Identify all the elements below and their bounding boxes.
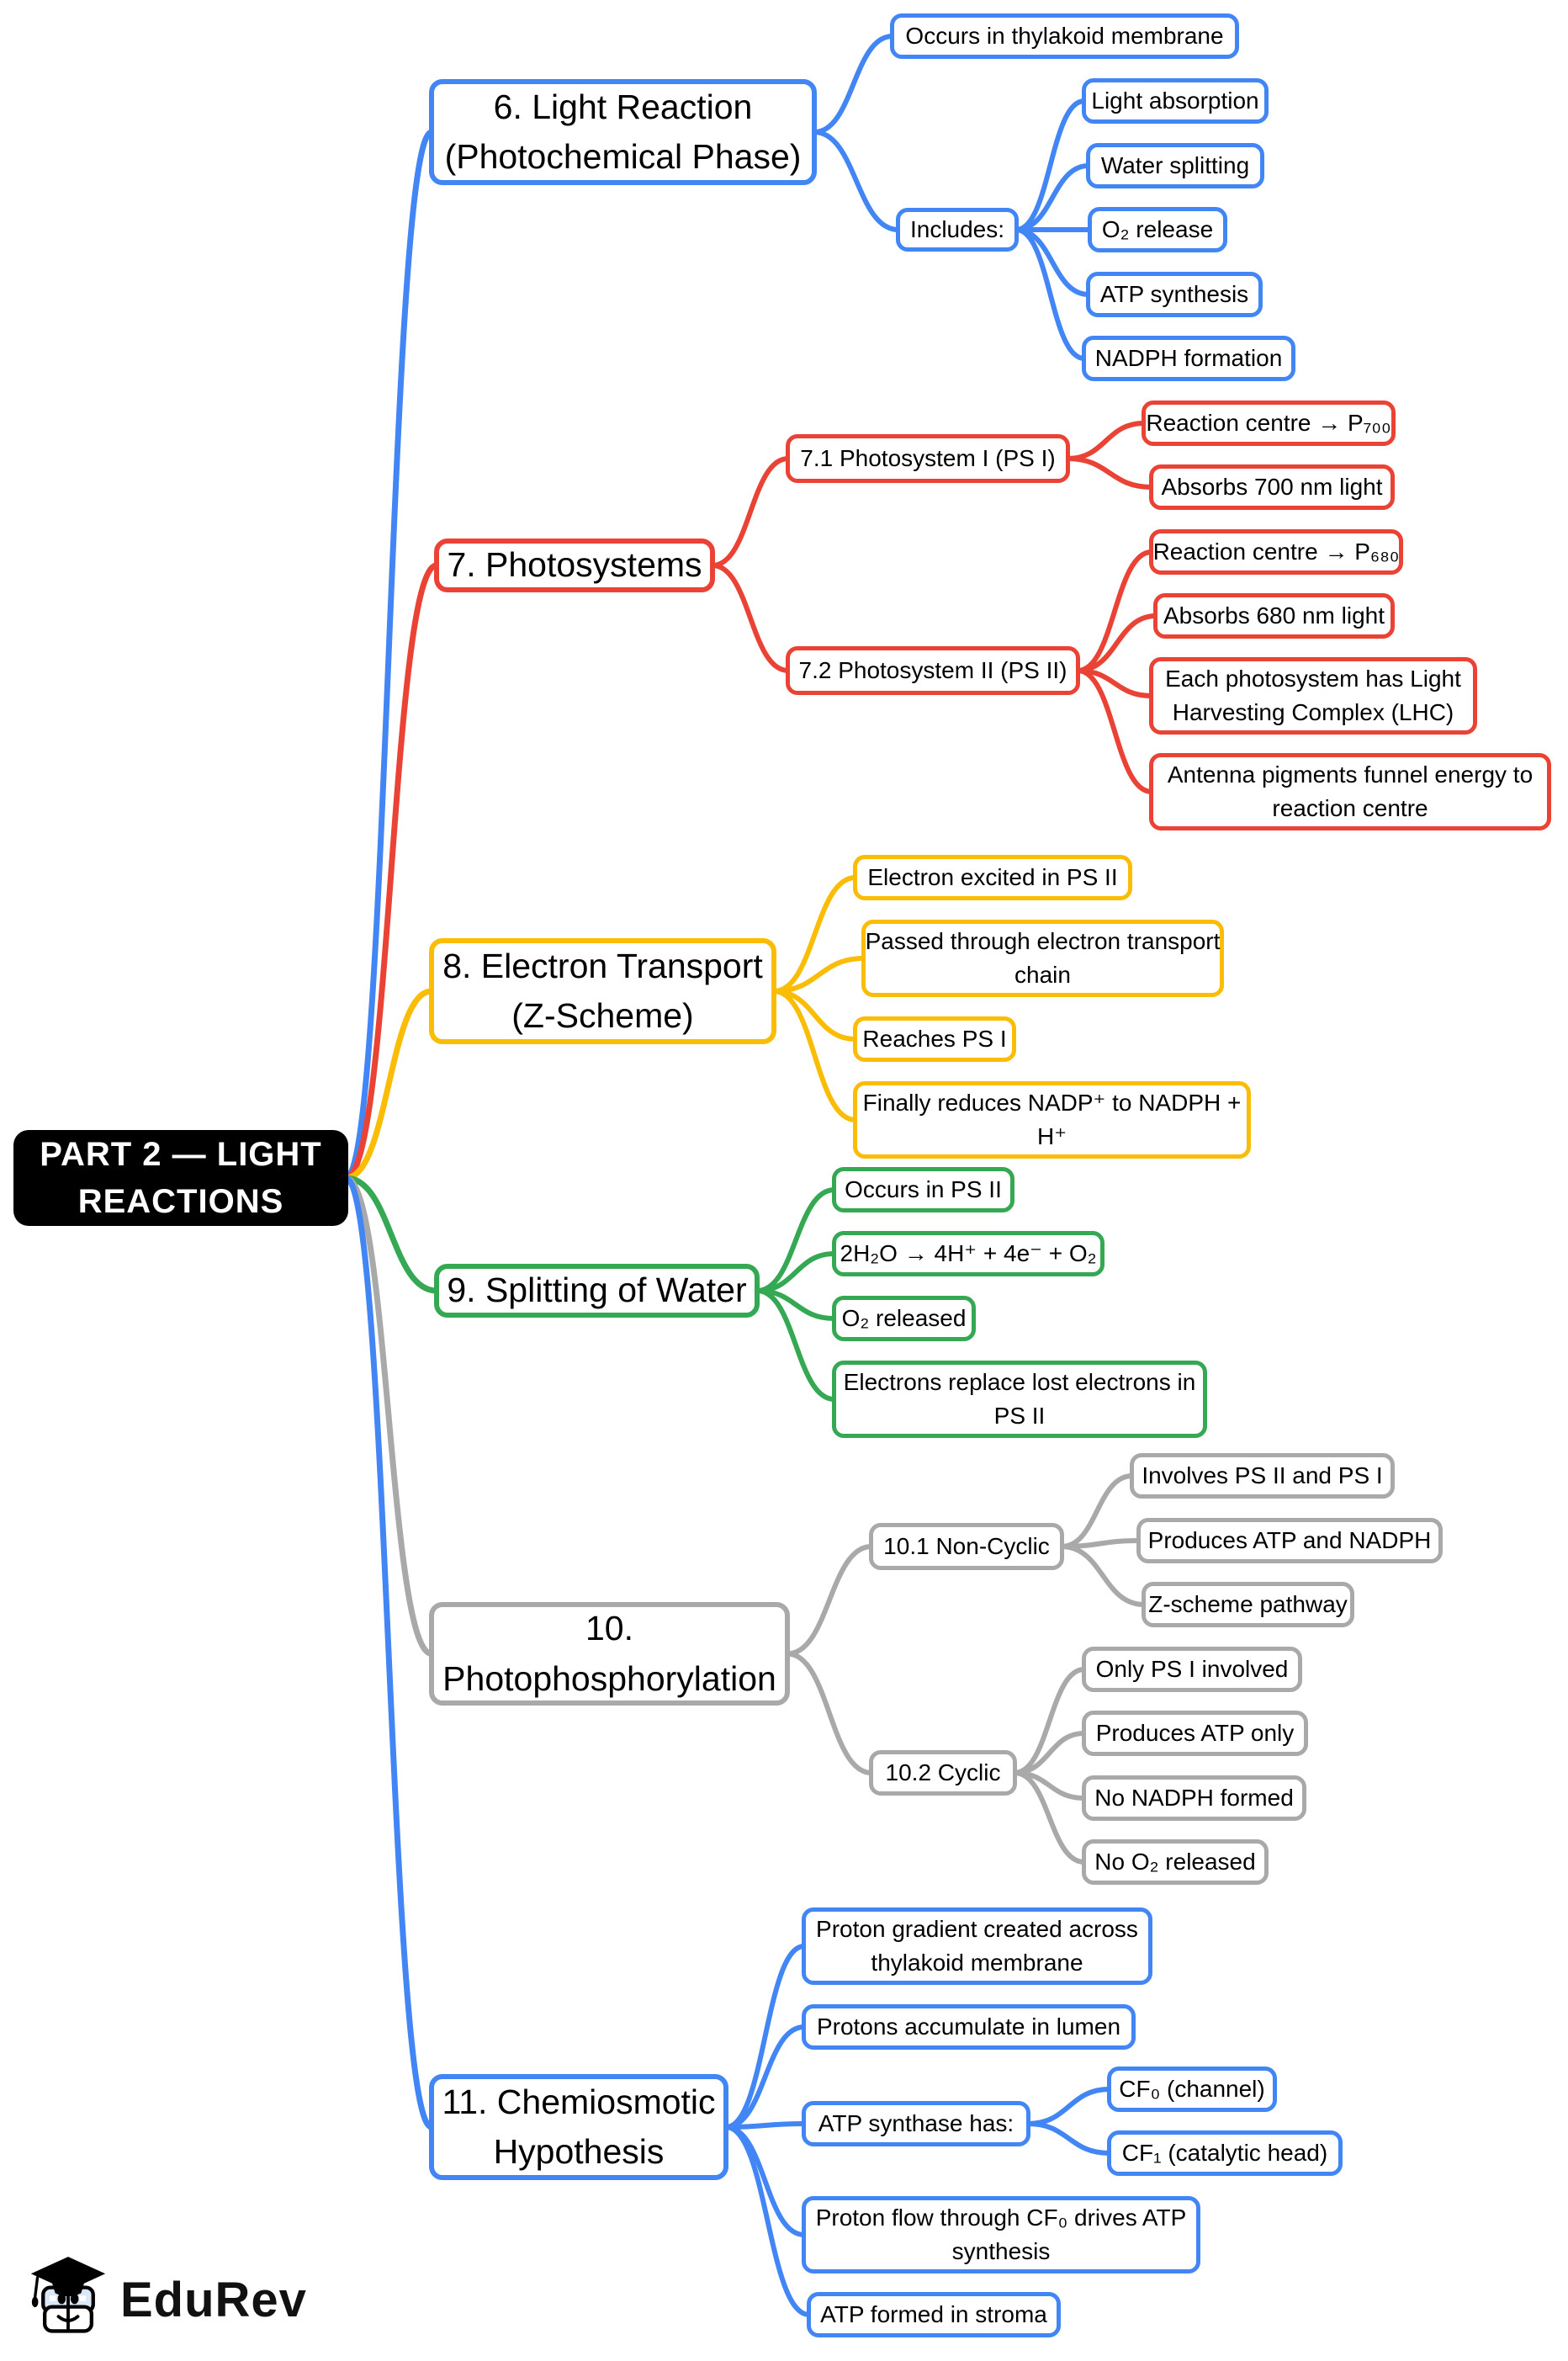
node-o2-released: O₂ released (832, 1296, 976, 1341)
node-water-splitting-equation: 2H₂O → 4H⁺ + 4e⁻ + O₂ (832, 1231, 1104, 1276)
node-o2-release: O₂ release (1088, 207, 1227, 252)
node-cyclic: 10.2 Cyclic (869, 1750, 1017, 1796)
node-occurs-in-ps2: Occurs in PS II (832, 1167, 1014, 1212)
node-reaches-ps1: Reaches PS I (853, 1016, 1016, 1062)
node-photosystem-2: 7.2 Photosystem II (PS II) (786, 646, 1080, 695)
node-reaction-centre-p680: Reaction centre → P₆₈₀ (1149, 529, 1403, 575)
edurev-logo: EduRev (28, 2255, 307, 2344)
node-reaction-centre-p700: Reaction centre → P₇₀₀ (1142, 401, 1396, 446)
node-z-scheme-pathway: Z-scheme pathway (1142, 1582, 1354, 1627)
node-absorbs-700nm-light: Absorbs 700 nm light (1149, 464, 1395, 510)
node-part2-light-reactions: PART 2 — LIGHT REACTIONS (13, 1130, 348, 1226)
node-photosystems: 7. Photosystems (434, 539, 715, 592)
node-water-splitting: Water splitting (1086, 143, 1264, 188)
node-involves-ps2-and-ps1: Involves PS II and PS I (1130, 1453, 1395, 1499)
node-chemiosmotic-hypothesis: 11. Chemiosmotic Hypothesis (429, 2074, 728, 2180)
node-proton-gradient: Proton gradient created across thylakoid… (802, 1907, 1152, 1985)
node-non-cyclic: 10.1 Non-Cyclic (869, 1523, 1064, 1570)
node-light-absorption: Light absorption (1082, 78, 1269, 124)
node-only-ps1-involved: Only PS I involved (1082, 1647, 1302, 1692)
node-reduces-nadp-to-nadph: Finally reduces NADP⁺ to NADPH + H⁺ (853, 1081, 1251, 1159)
node-electron-transport-chain: Passed through electron transport chain (861, 920, 1224, 997)
node-electrons-replace-ps2: Electrons replace lost electrons in PS I… (832, 1361, 1207, 1438)
node-nadph-formation: NADPH formation (1082, 336, 1295, 381)
edurev-logo-icon (30, 2257, 106, 2333)
node-splitting-of-water: 9. Splitting of Water (434, 1264, 760, 1318)
node-photophosphorylation: 10. Photophosphorylation (429, 1602, 790, 1706)
node-produces-atp-and-nadph: Produces ATP and NADPH (1136, 1518, 1443, 1563)
node-light-reaction: 6. Light Reaction (Photochemical Phase) (429, 79, 817, 185)
node-occurs-in-thylakoid-membrane: Occurs in thylakoid membrane (890, 13, 1239, 59)
node-cf1-catalytic-head: CF₁ (catalytic head) (1107, 2130, 1343, 2176)
node-protons-accumulate-lumen: Protons accumulate in lumen (802, 2004, 1136, 2050)
node-produces-atp-only: Produces ATP only (1082, 1711, 1308, 1756)
node-electron-excited-ps2: Electron excited in PS II (853, 855, 1132, 900)
node-atp-formed-stroma: ATP formed in stroma (807, 2292, 1061, 2337)
node-electron-transport: 8. Electron Transport (Z-Scheme) (429, 938, 776, 1044)
node-photosystem-1: 7.1 Photosystem I (PS I) (786, 434, 1070, 483)
node-atp-synthesis: ATP synthesis (1086, 272, 1263, 317)
node-atp-synthase: ATP synthase has: (802, 2101, 1030, 2146)
node-no-o2-released: No O₂ released (1082, 1839, 1269, 1885)
edurev-brand-text: EduRev (120, 2272, 307, 2327)
node-cf0-channel: CF₀ (channel) (1107, 2067, 1277, 2112)
node-light-harvesting-complex: Each photosystem has Light Harvesting Co… (1149, 657, 1477, 735)
node-no-nadph-formed: No NADPH formed (1082, 1775, 1306, 1821)
node-proton-flow-cf0: Proton flow through CF₀ drives ATP synth… (802, 2196, 1200, 2273)
node-absorbs-680nm-light: Absorbs 680 nm light (1153, 593, 1395, 639)
node-antenna-pigments: Antenna pigments funnel energy to reacti… (1149, 753, 1551, 830)
node-includes: Includes: (896, 208, 1019, 252)
